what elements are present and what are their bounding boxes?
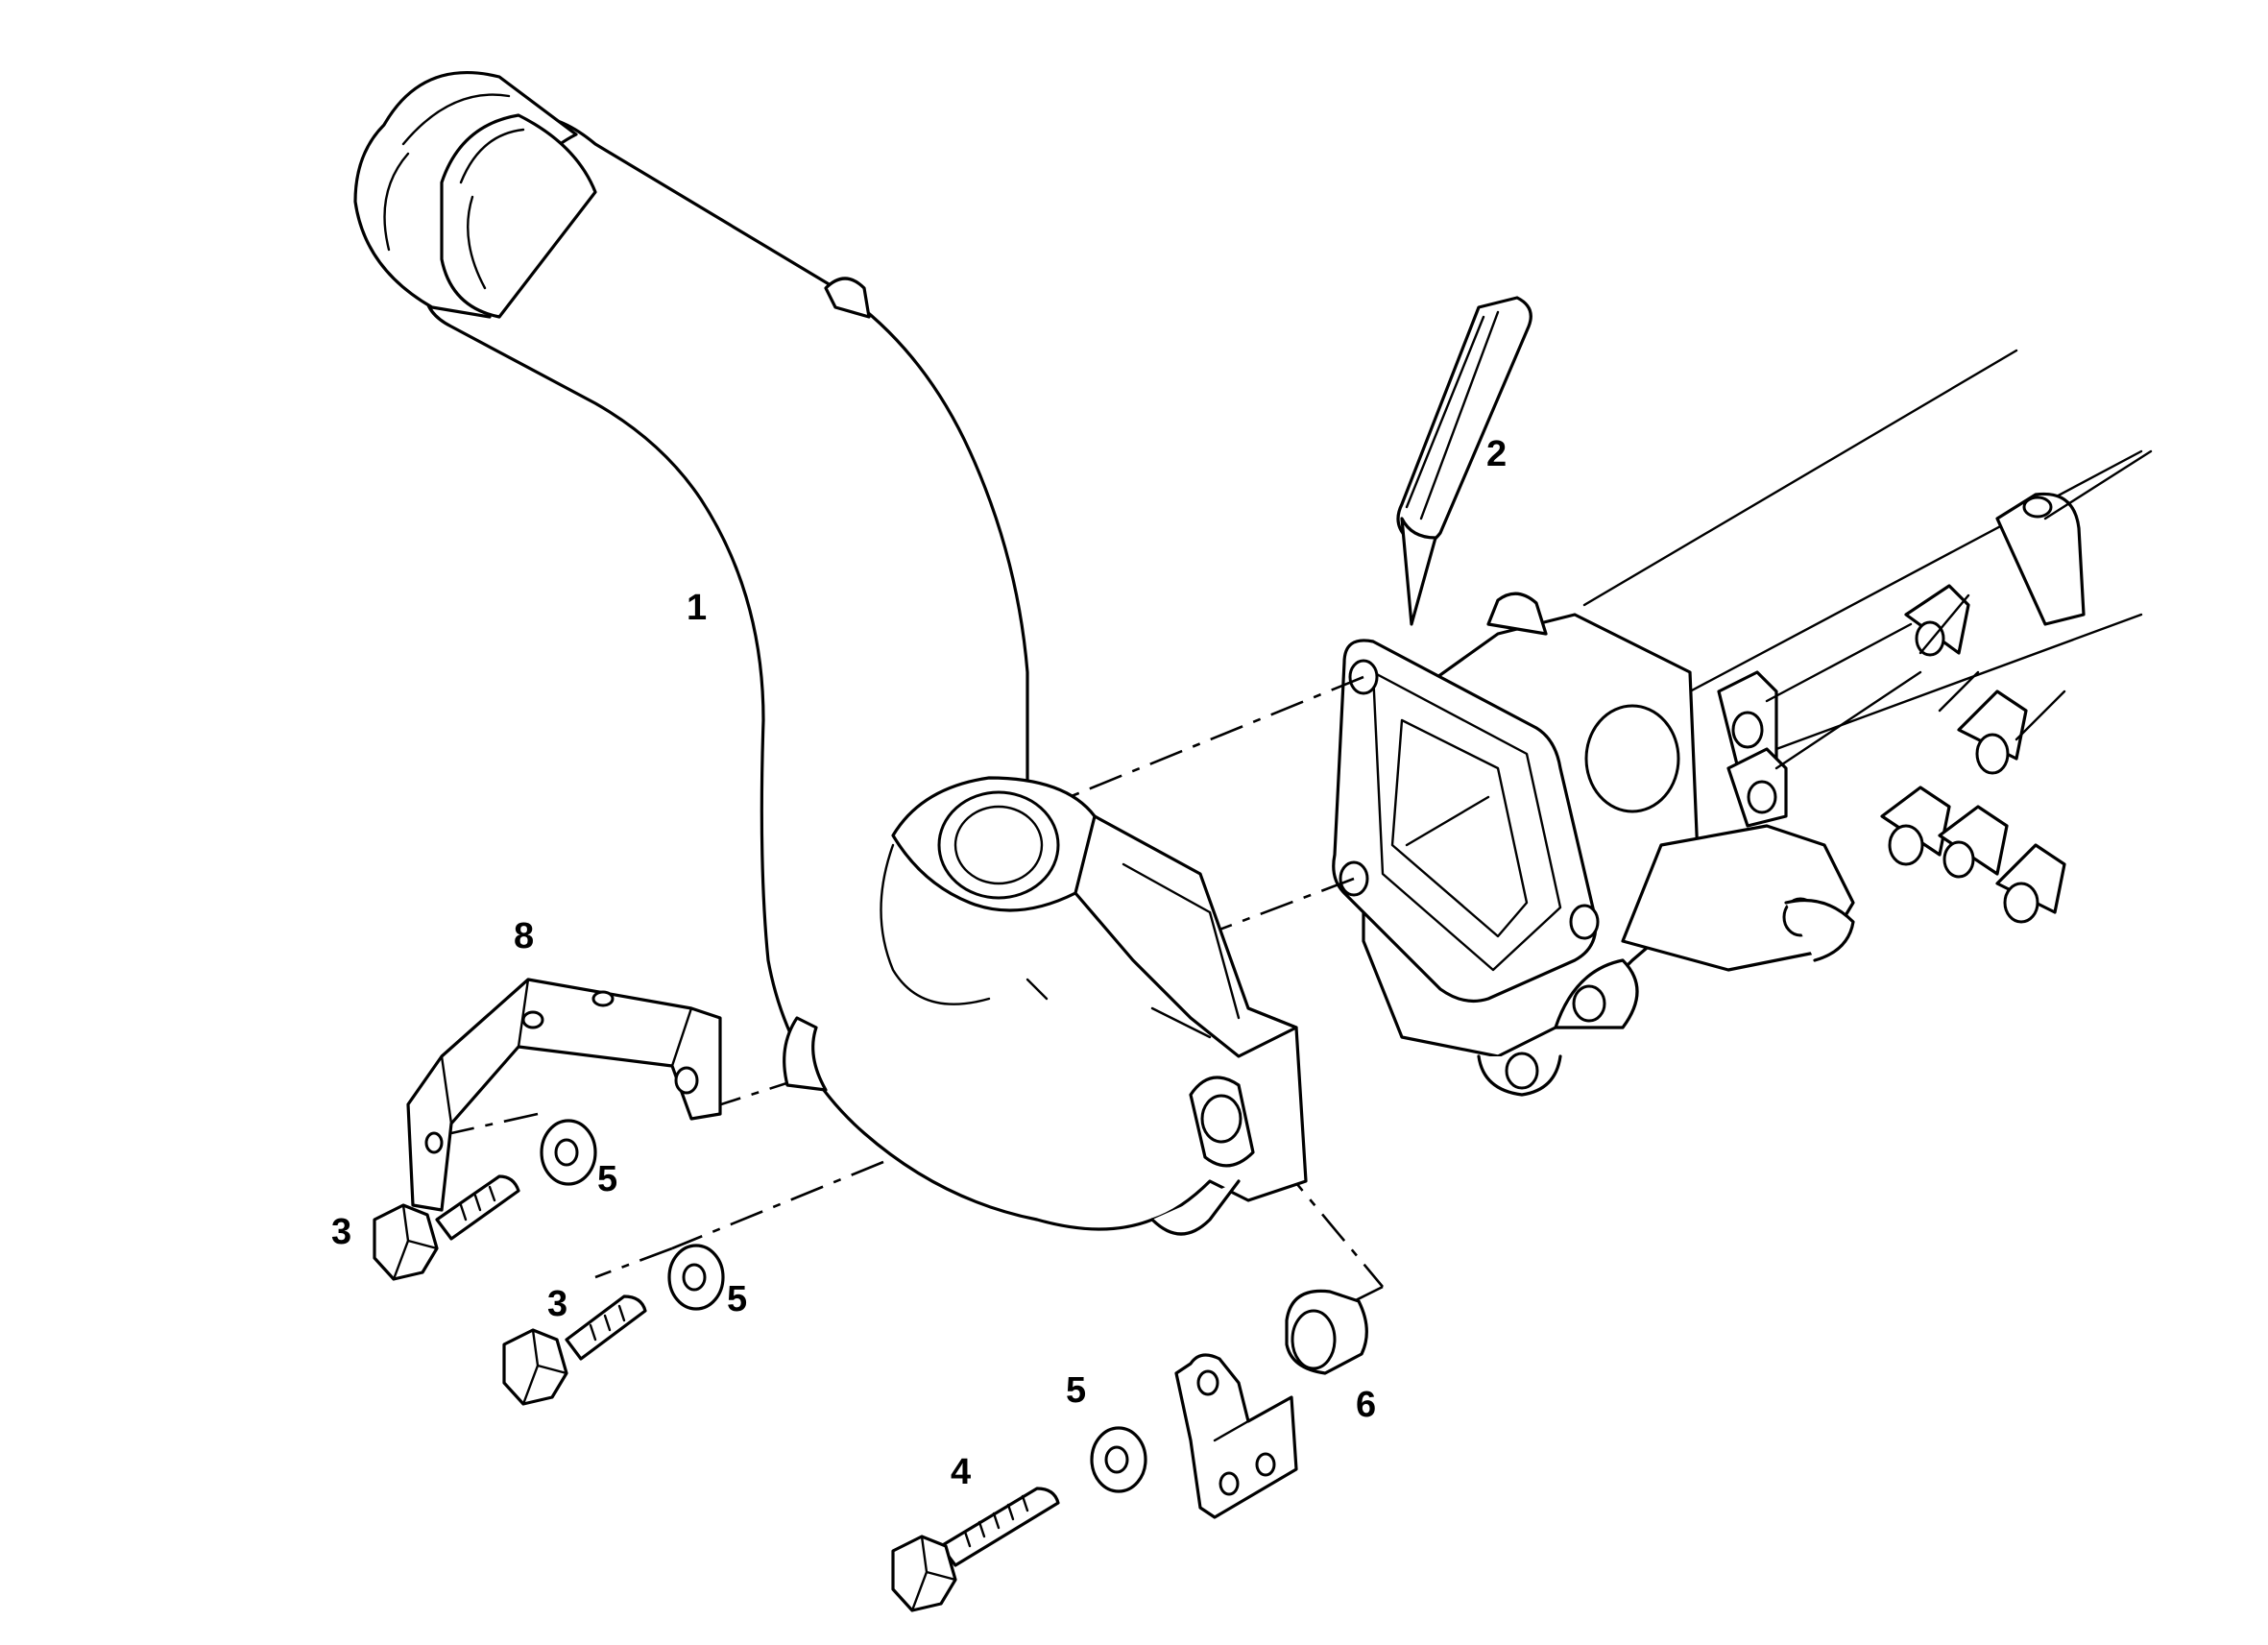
callout-bracket: 8 — [514, 916, 534, 956]
callout-bolt-middle: 3 — [547, 1284, 567, 1324]
bolt-upper — [373, 1174, 520, 1281]
callout-washer-middle: 5 — [727, 1279, 747, 1319]
mounting-bracket — [406, 978, 722, 1212]
sealant-tube — [1396, 296, 1532, 626]
callout-washer-lower: 5 — [1066, 1370, 1086, 1411]
callout-pipe: 1 — [687, 588, 707, 628]
callout-sealant: 2 — [1486, 434, 1507, 474]
callout-washer-upper: 5 — [597, 1159, 617, 1199]
callout-labels: 1 2 3 3 4 5 5 5 6 8 — [331, 434, 1507, 1492]
gasket — [1332, 639, 1600, 1003]
exhaust-pipe — [353, 70, 1308, 1236]
washer-upper — [540, 1119, 597, 1186]
bolt-middle — [502, 1294, 647, 1406]
bolt-long — [891, 1487, 1060, 1612]
l-bracket-lower — [1174, 1353, 1298, 1519]
washer-lower — [1090, 1426, 1147, 1493]
callout-bolt-upper: 3 — [331, 1212, 351, 1252]
callout-spacer: 6 — [1356, 1385, 1376, 1425]
washer-middle — [667, 1244, 725, 1311]
spacer-sleeve — [1285, 1289, 1368, 1375]
callout-bolt-long: 4 — [951, 1452, 971, 1492]
